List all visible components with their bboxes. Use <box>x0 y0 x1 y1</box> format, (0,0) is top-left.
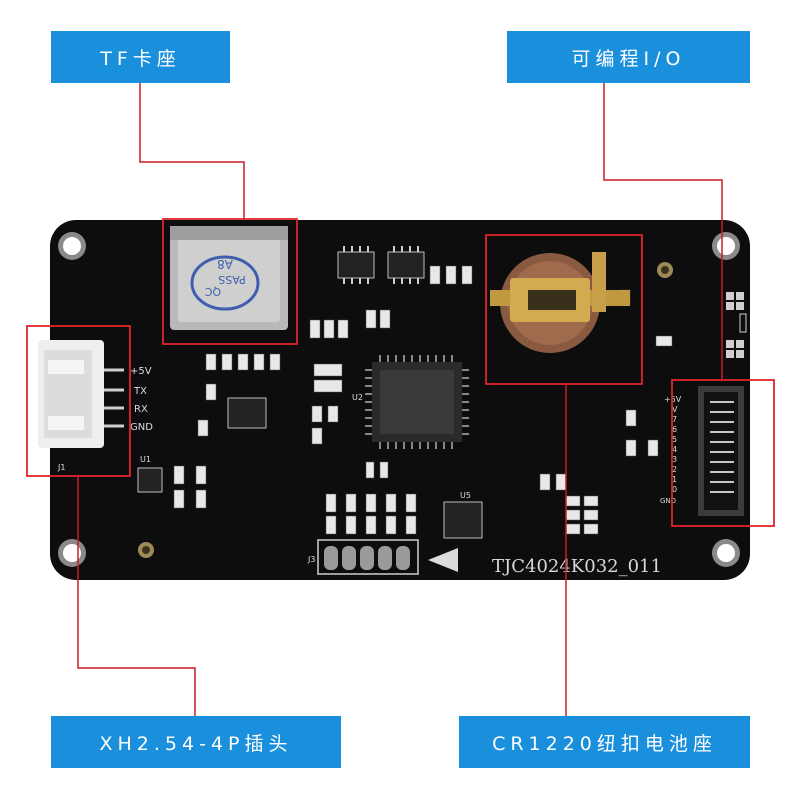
highlight-fpc <box>671 379 775 527</box>
io-label-5: 5 <box>672 435 677 444</box>
pin-label-5v: +5V <box>130 366 152 377</box>
highlight-boxes <box>26 218 775 527</box>
highlight-tf-slot <box>162 218 298 345</box>
sd-text-qc: QC <box>205 285 222 298</box>
io-label-2: 2 <box>672 465 677 474</box>
callout-tf-slot: TF卡座 <box>51 31 230 83</box>
ref-u1: U1 <box>140 455 151 464</box>
leader-lines <box>77 83 723 716</box>
pin-label-tx: TX <box>133 386 147 397</box>
fpc-connector <box>698 386 744 516</box>
io-label-0: 0 <box>672 485 677 494</box>
pin-label-rx: RX <box>134 404 148 415</box>
passive-components <box>173 265 673 535</box>
xh-header <box>38 340 124 448</box>
board-model-text: TJC4024K032_011 <box>492 556 662 577</box>
callout-xh-header: XH2.54-4P插头 <box>51 716 341 768</box>
ref-j3: J3 <box>307 555 315 564</box>
regulator <box>137 467 163 493</box>
j3-header-pads <box>317 539 458 575</box>
callout-battery-holder: CR1220纽扣电池座 <box>459 716 750 768</box>
io-label-7: 7 <box>672 415 677 424</box>
ref-u5: U5 <box>460 491 471 500</box>
pin-label-gnd: GND <box>130 422 153 433</box>
callout-programmable-io: 可编程I/O <box>507 31 750 83</box>
highlight-battery <box>485 234 643 385</box>
io-label-1: 1 <box>672 475 677 484</box>
io-label-3: 3 <box>672 455 677 464</box>
ref-u2: U2 <box>352 393 363 402</box>
sd-text-a8: A8 <box>217 257 233 271</box>
mounting-holes <box>58 232 740 567</box>
io-label-6: 6 <box>672 425 677 434</box>
io-label-4: 4 <box>672 445 677 454</box>
sd-text-pass: PASS <box>218 273 245 286</box>
battery-holder <box>490 252 630 353</box>
ic-pins <box>343 246 419 284</box>
ref-j1: J1 <box>57 463 65 472</box>
mcu-chip <box>365 355 469 449</box>
io-label-v: V <box>672 405 678 414</box>
tf-card-slot <box>170 226 288 330</box>
side-pads <box>726 292 747 358</box>
io-label-gnd: GND <box>660 497 676 505</box>
small-ics <box>227 251 483 539</box>
